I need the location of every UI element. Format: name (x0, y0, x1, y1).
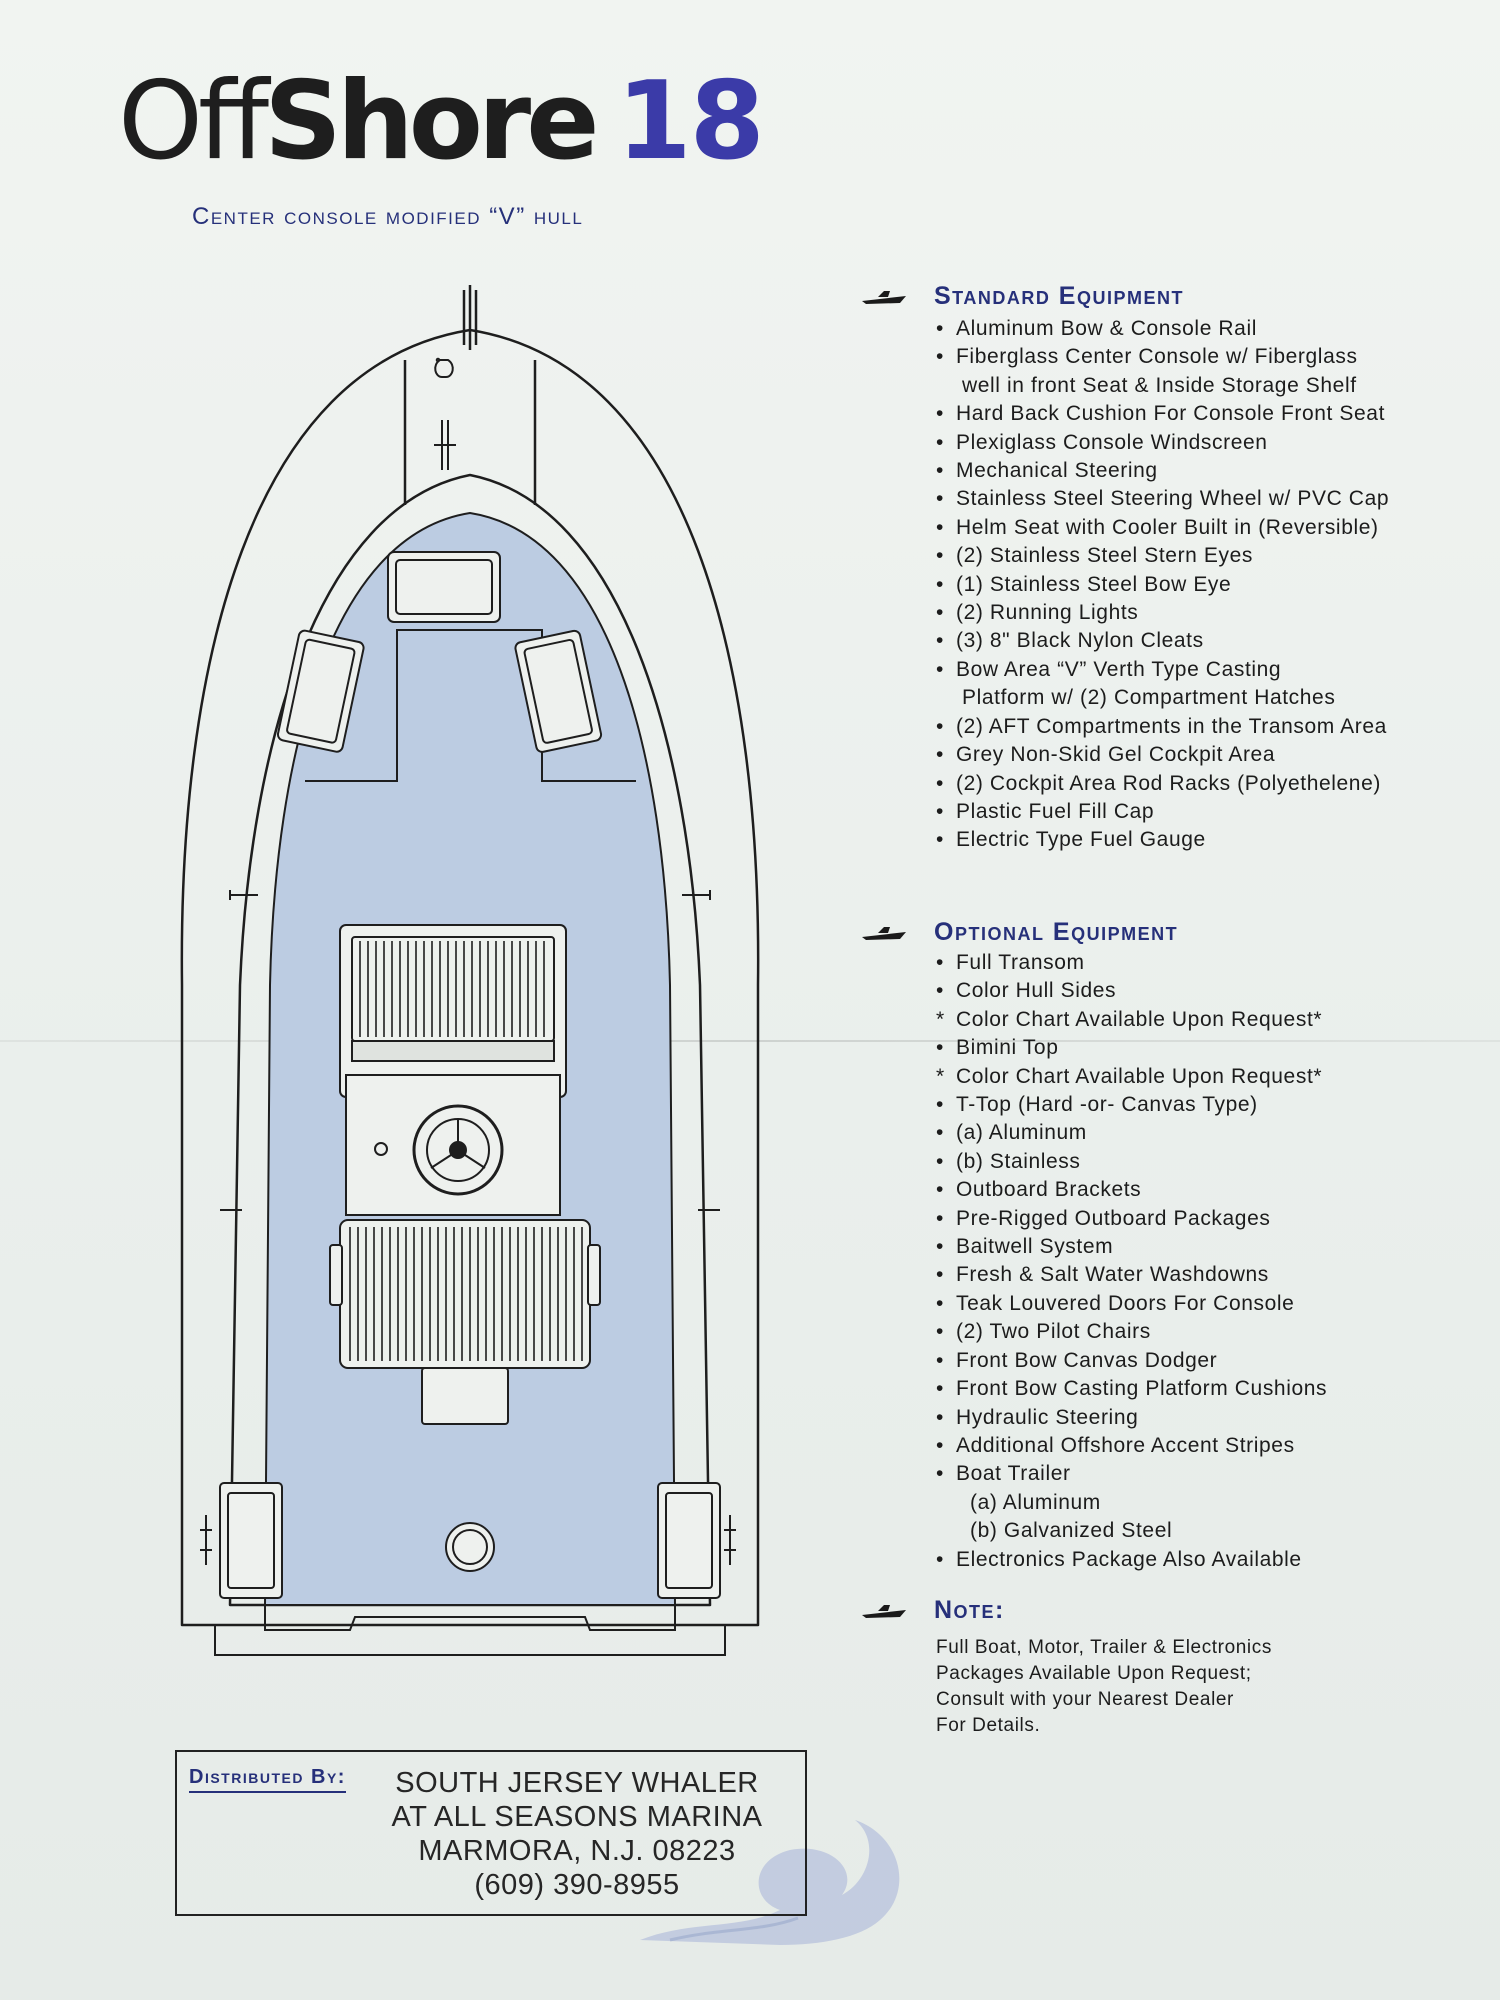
standard-equipment-item: Plastic Fuel Fill Cap (936, 798, 1460, 826)
standard-equipment-item: well in front Seat & Inside Storage Shel… (962, 373, 1357, 397)
dealer-stamp: SOUTH JERSEY WHALER AT ALL SEASONS MARIN… (377, 1766, 777, 1902)
optional-equipment-item: Color Chart Available Upon Request* (936, 1006, 1460, 1034)
note-section: Note: Full Boat, Motor, Trailer & Electr… (860, 1596, 1460, 1739)
stamp-line: AT ALL SEASONS MARINA (391, 1801, 763, 1833)
standard-equipment-item: Grey Non-Skid Gel Cockpit Area (936, 741, 1460, 769)
standard-equipment-item: (2) Running Lights (936, 599, 1460, 627)
standard-equipment-item: Platform w/ (2) Compartment Hatches (962, 686, 1336, 710)
boat-silhouette-icon (862, 1604, 906, 1618)
note-line: Packages Available Upon Request; (936, 1663, 1252, 1684)
distributor-box: Distributed By: SOUTH JERSEY WHALER AT A… (175, 1750, 807, 1916)
note-body: Full Boat, Motor, Trailer & Electronics … (860, 1635, 1460, 1739)
boat-silhouette-icon (862, 290, 906, 304)
note-title: Note: (934, 1596, 1005, 1624)
optional-equipment-item: Front Bow Canvas Dodger (936, 1347, 1460, 1375)
optional-equipment-item: Color Hull Sides (936, 977, 1460, 1005)
optional-equipment-item: Front Bow Casting Platform Cushions (936, 1375, 1460, 1403)
optional-equipment-item: Outboard Brackets (936, 1176, 1460, 1204)
standard-equipment-item: Bow Area “V” Verth Type Casting (936, 656, 1460, 684)
optional-equipment-item: Baitwell System (936, 1233, 1460, 1261)
note-line: For Details. (936, 1715, 1041, 1736)
stamp-line: (609) 390-8955 (474, 1869, 680, 1901)
optional-equipment-list: Full TransomColor Hull SidesColor Chart … (860, 949, 1460, 1574)
optional-equipment-item: (a) Aluminum (970, 1490, 1101, 1514)
optional-equipment-item: Additional Offshore Accent Stripes (936, 1432, 1460, 1460)
optional-equipment-item: Fresh & Salt Water Washdowns (936, 1261, 1460, 1289)
note-line: Full Boat, Motor, Trailer & Electronics (936, 1637, 1272, 1658)
paper-fold-line (0, 1040, 1500, 1042)
standard-equipment-item: Stainless Steel Steering Wheel w/ PVC Ca… (936, 485, 1460, 513)
standard-equipment-item: (2) Stainless Steel Stern Eyes (936, 542, 1460, 570)
boat-deck-diagram (180, 285, 760, 1656)
standard-equipment-item: Aluminum Bow & Console Rail (936, 315, 1460, 343)
standard-equipment-item: Fiberglass Center Console w/ Fiberglass (936, 343, 1460, 371)
stamp-line: SOUTH JERSEY WHALER (395, 1767, 759, 1799)
standard-equipment-item: (2) Cockpit Area Rod Racks (Polyethelene… (936, 770, 1460, 798)
standard-equipment-item: Hard Back Cushion For Console Front Seat (936, 400, 1460, 428)
standard-equipment-item: Mechanical Steering (936, 457, 1460, 485)
optional-equipment-item: Electronics Package Also Available (936, 1546, 1460, 1574)
optional-equipment-item: Color Chart Available Upon Request* (936, 1063, 1460, 1091)
standard-equipment-section: Standard Equipment Aluminum Bow & Consol… (860, 282, 1460, 855)
optional-equipment-item: (b) Galvanized Steel (970, 1519, 1173, 1543)
optional-equipment-item: Boat Trailer (936, 1460, 1460, 1488)
optional-equipment-item: Teak Louvered Doors For Console (936, 1290, 1460, 1318)
standard-equipment-item: (2) AFT Compartments in the Transom Area (936, 713, 1460, 741)
standard-equipment-item: (1) Stainless Steel Bow Eye (936, 571, 1460, 599)
optional-equipment-item: Hydraulic Steering (936, 1404, 1460, 1432)
hull-subtitle: Center console modified “V” hull (192, 203, 584, 230)
optional-equipment-item: Bimini Top (936, 1034, 1460, 1062)
standard-equipment-item: (3) 8" Black Nylon Cleats (936, 627, 1460, 655)
stamp-line: MARMORA, N.J. 08223 (418, 1835, 736, 1867)
standard-equipment-title: Standard Equipment (934, 282, 1184, 310)
optional-equipment-item: (a) Aluminum (936, 1119, 1460, 1147)
optional-equipment-item: Pre-Rigged Outboard Packages (936, 1205, 1460, 1233)
standard-equipment-item: Plexiglass Console Windscreen (936, 429, 1460, 457)
standard-equipment-item: Electric Type Fuel Gauge (936, 826, 1460, 854)
optional-equipment-title: Optional Equipment (934, 918, 1179, 946)
boat-silhouette-icon (862, 926, 906, 940)
optional-equipment-item: T-Top (Hard -or- Canvas Type) (936, 1091, 1460, 1119)
hull-outline (180, 328, 760, 1627)
standard-equipment-item: Helm Seat with Cooler Built in (Reversib… (936, 514, 1460, 542)
optional-equipment-item: (b) Stainless (936, 1148, 1460, 1176)
standard-equipment-list: Aluminum Bow & Console RailFiberglass Ce… (860, 315, 1460, 855)
optional-equipment-item: Full Transom (936, 949, 1460, 977)
note-line: Consult with your Nearest Dealer (936, 1689, 1234, 1710)
optional-equipment-section: Optional Equipment Full TransomColor Hul… (860, 918, 1460, 1574)
distributed-by-label: Distributed By: (189, 1766, 346, 1793)
wave-logo (640, 1820, 900, 1945)
optional-equipment-item: (2) Two Pilot Chairs (936, 1318, 1460, 1346)
brand-title-bold: Shore (264, 59, 599, 184)
model-number: 18 (616, 59, 764, 184)
brand-title-light: Off (118, 59, 269, 184)
